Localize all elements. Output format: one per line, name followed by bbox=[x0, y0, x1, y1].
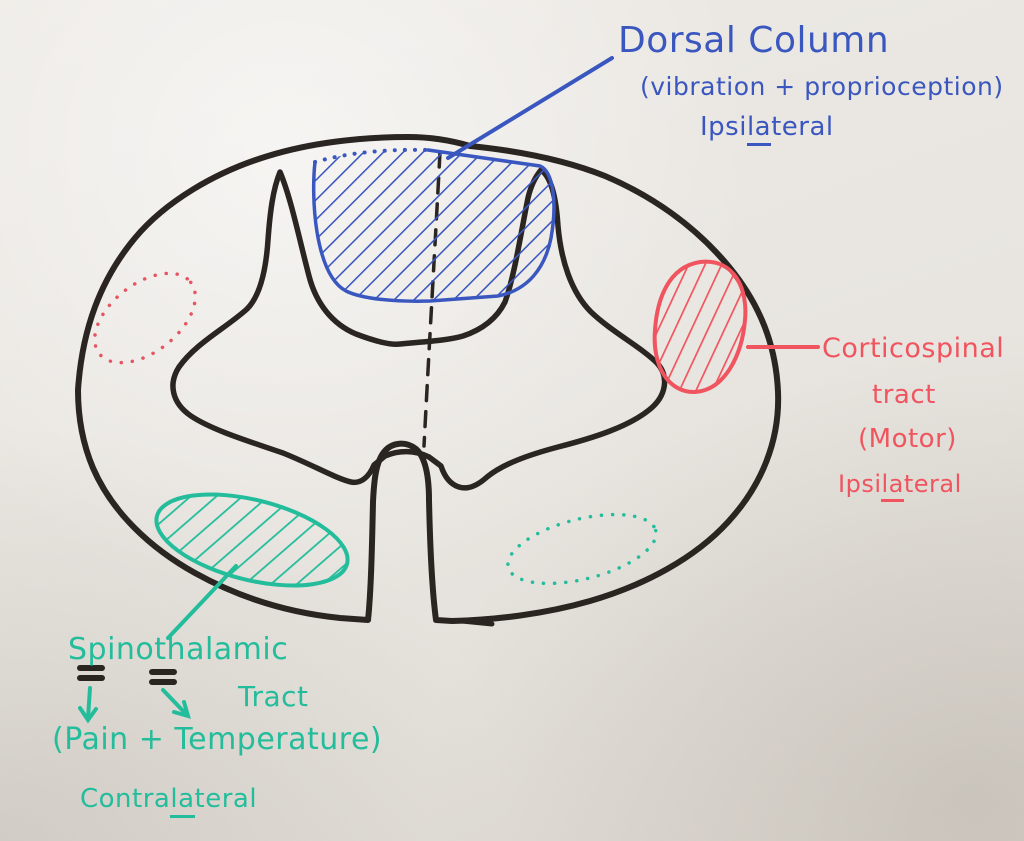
dorsal-column-leader-line bbox=[446, 56, 614, 160]
equals-mark-left bbox=[77, 665, 105, 681]
laterality-post: teral bbox=[771, 112, 834, 142]
laterality-pre: Contra bbox=[80, 784, 171, 814]
spinothalamic-laterality: Contralateral bbox=[80, 784, 258, 818]
arrow-down-right bbox=[161, 688, 191, 719]
spinothalamic-leader-line bbox=[166, 564, 238, 640]
corticospinal-mirror-dotted bbox=[92, 271, 198, 365]
equals-mark-right bbox=[149, 669, 177, 685]
dorsal-column-title: Dorsal Column bbox=[618, 20, 890, 61]
dorsal-column-detail: (vibration + proprioception) bbox=[640, 72, 1004, 101]
dorsal-column-region-outline bbox=[311, 148, 556, 303]
laterality-post: teral bbox=[903, 470, 962, 498]
bottom-tick bbox=[459, 618, 495, 627]
laterality-underlined: la bbox=[881, 470, 904, 502]
corticospinal-region bbox=[652, 259, 748, 395]
corticospinal-line2: tract bbox=[872, 380, 936, 410]
dorsal-column-laterality: Ipsilateral bbox=[700, 112, 834, 146]
laterality-pre: Ipsi bbox=[700, 112, 747, 142]
arrow-down-left bbox=[78, 686, 98, 724]
corticospinal-title: Corticospinal bbox=[822, 333, 1005, 364]
spinothalamic-mirror-dotted bbox=[506, 512, 658, 586]
laterality-underlined: la bbox=[746, 112, 772, 146]
spinothalamic-title: Spinothalamic bbox=[68, 632, 289, 667]
dorsal-column-region-hatch bbox=[313, 149, 554, 302]
spinal-cord-outline bbox=[75, 134, 782, 624]
corticospinal-laterality: Ipsilateral bbox=[838, 470, 962, 502]
corticospinal-detail: (Motor) bbox=[858, 424, 957, 454]
gray-matter-butterfly bbox=[170, 167, 668, 491]
spinothalamic-detail: (Pain + Temperature) bbox=[52, 722, 383, 757]
laterality-underlined: la bbox=[170, 784, 195, 818]
laterality-post: teral bbox=[194, 784, 258, 814]
spinothalamic-line2: Tract bbox=[238, 680, 309, 713]
laterality-pre: Ipsi bbox=[838, 470, 882, 498]
spinothalamic-region bbox=[154, 492, 350, 588]
dorsal-column-region-dotted-edge bbox=[313, 147, 430, 164]
